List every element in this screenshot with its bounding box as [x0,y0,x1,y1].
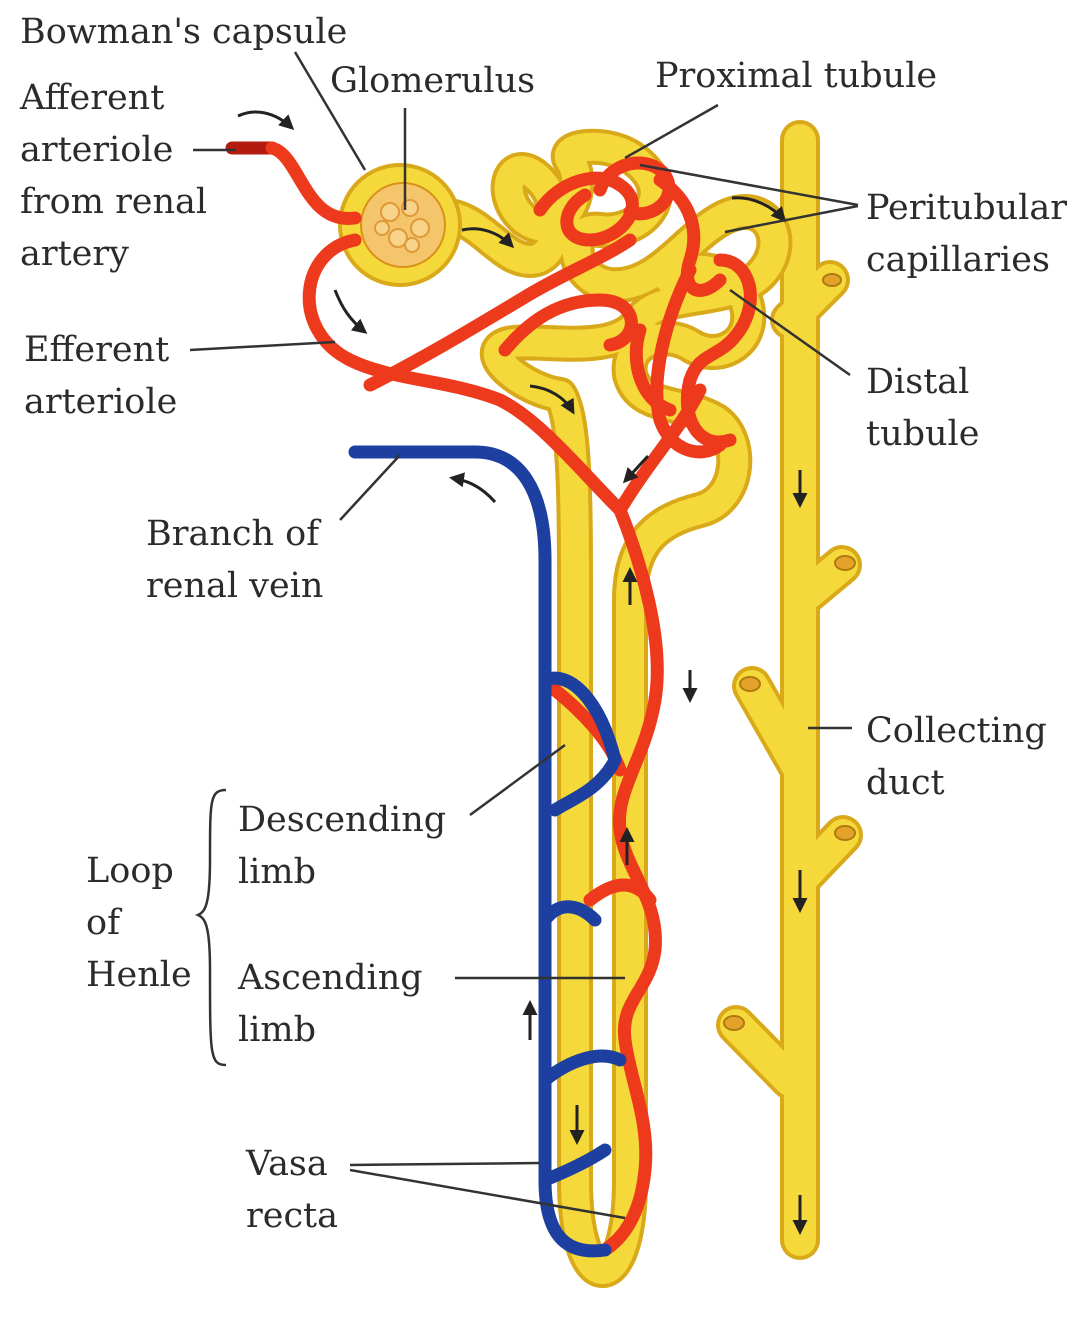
bowmans-capsule [340,165,460,285]
label-glomerulus: Glomerulus [330,55,535,107]
label-loop-of-henle: Loop of Henle [86,845,192,1001]
label-ascending-limb: Ascending limb [238,952,423,1056]
label-peritubular-capillaries: Peritubular capillaries [866,182,1067,286]
label-afferent-arteriole: Afferent arteriole from renal artery [20,72,207,280]
label-proximal-tubule: Proximal tubule [655,50,937,102]
label-branch-of-renal-vein: Branch of renal vein [146,508,323,612]
label-descending-limb: Descending limb [238,794,446,898]
label-collecting-duct: Collecting duct [866,705,1047,809]
arterial-vessels [232,148,750,1250]
label-bowmans-capsule: Bowman's capsule [20,6,347,58]
label-distal-tubule: Distal tubule [866,356,979,460]
label-efferent-arteriole: Efferent arteriole [24,324,177,428]
label-vasa-recta: Vasa recta [246,1138,338,1242]
